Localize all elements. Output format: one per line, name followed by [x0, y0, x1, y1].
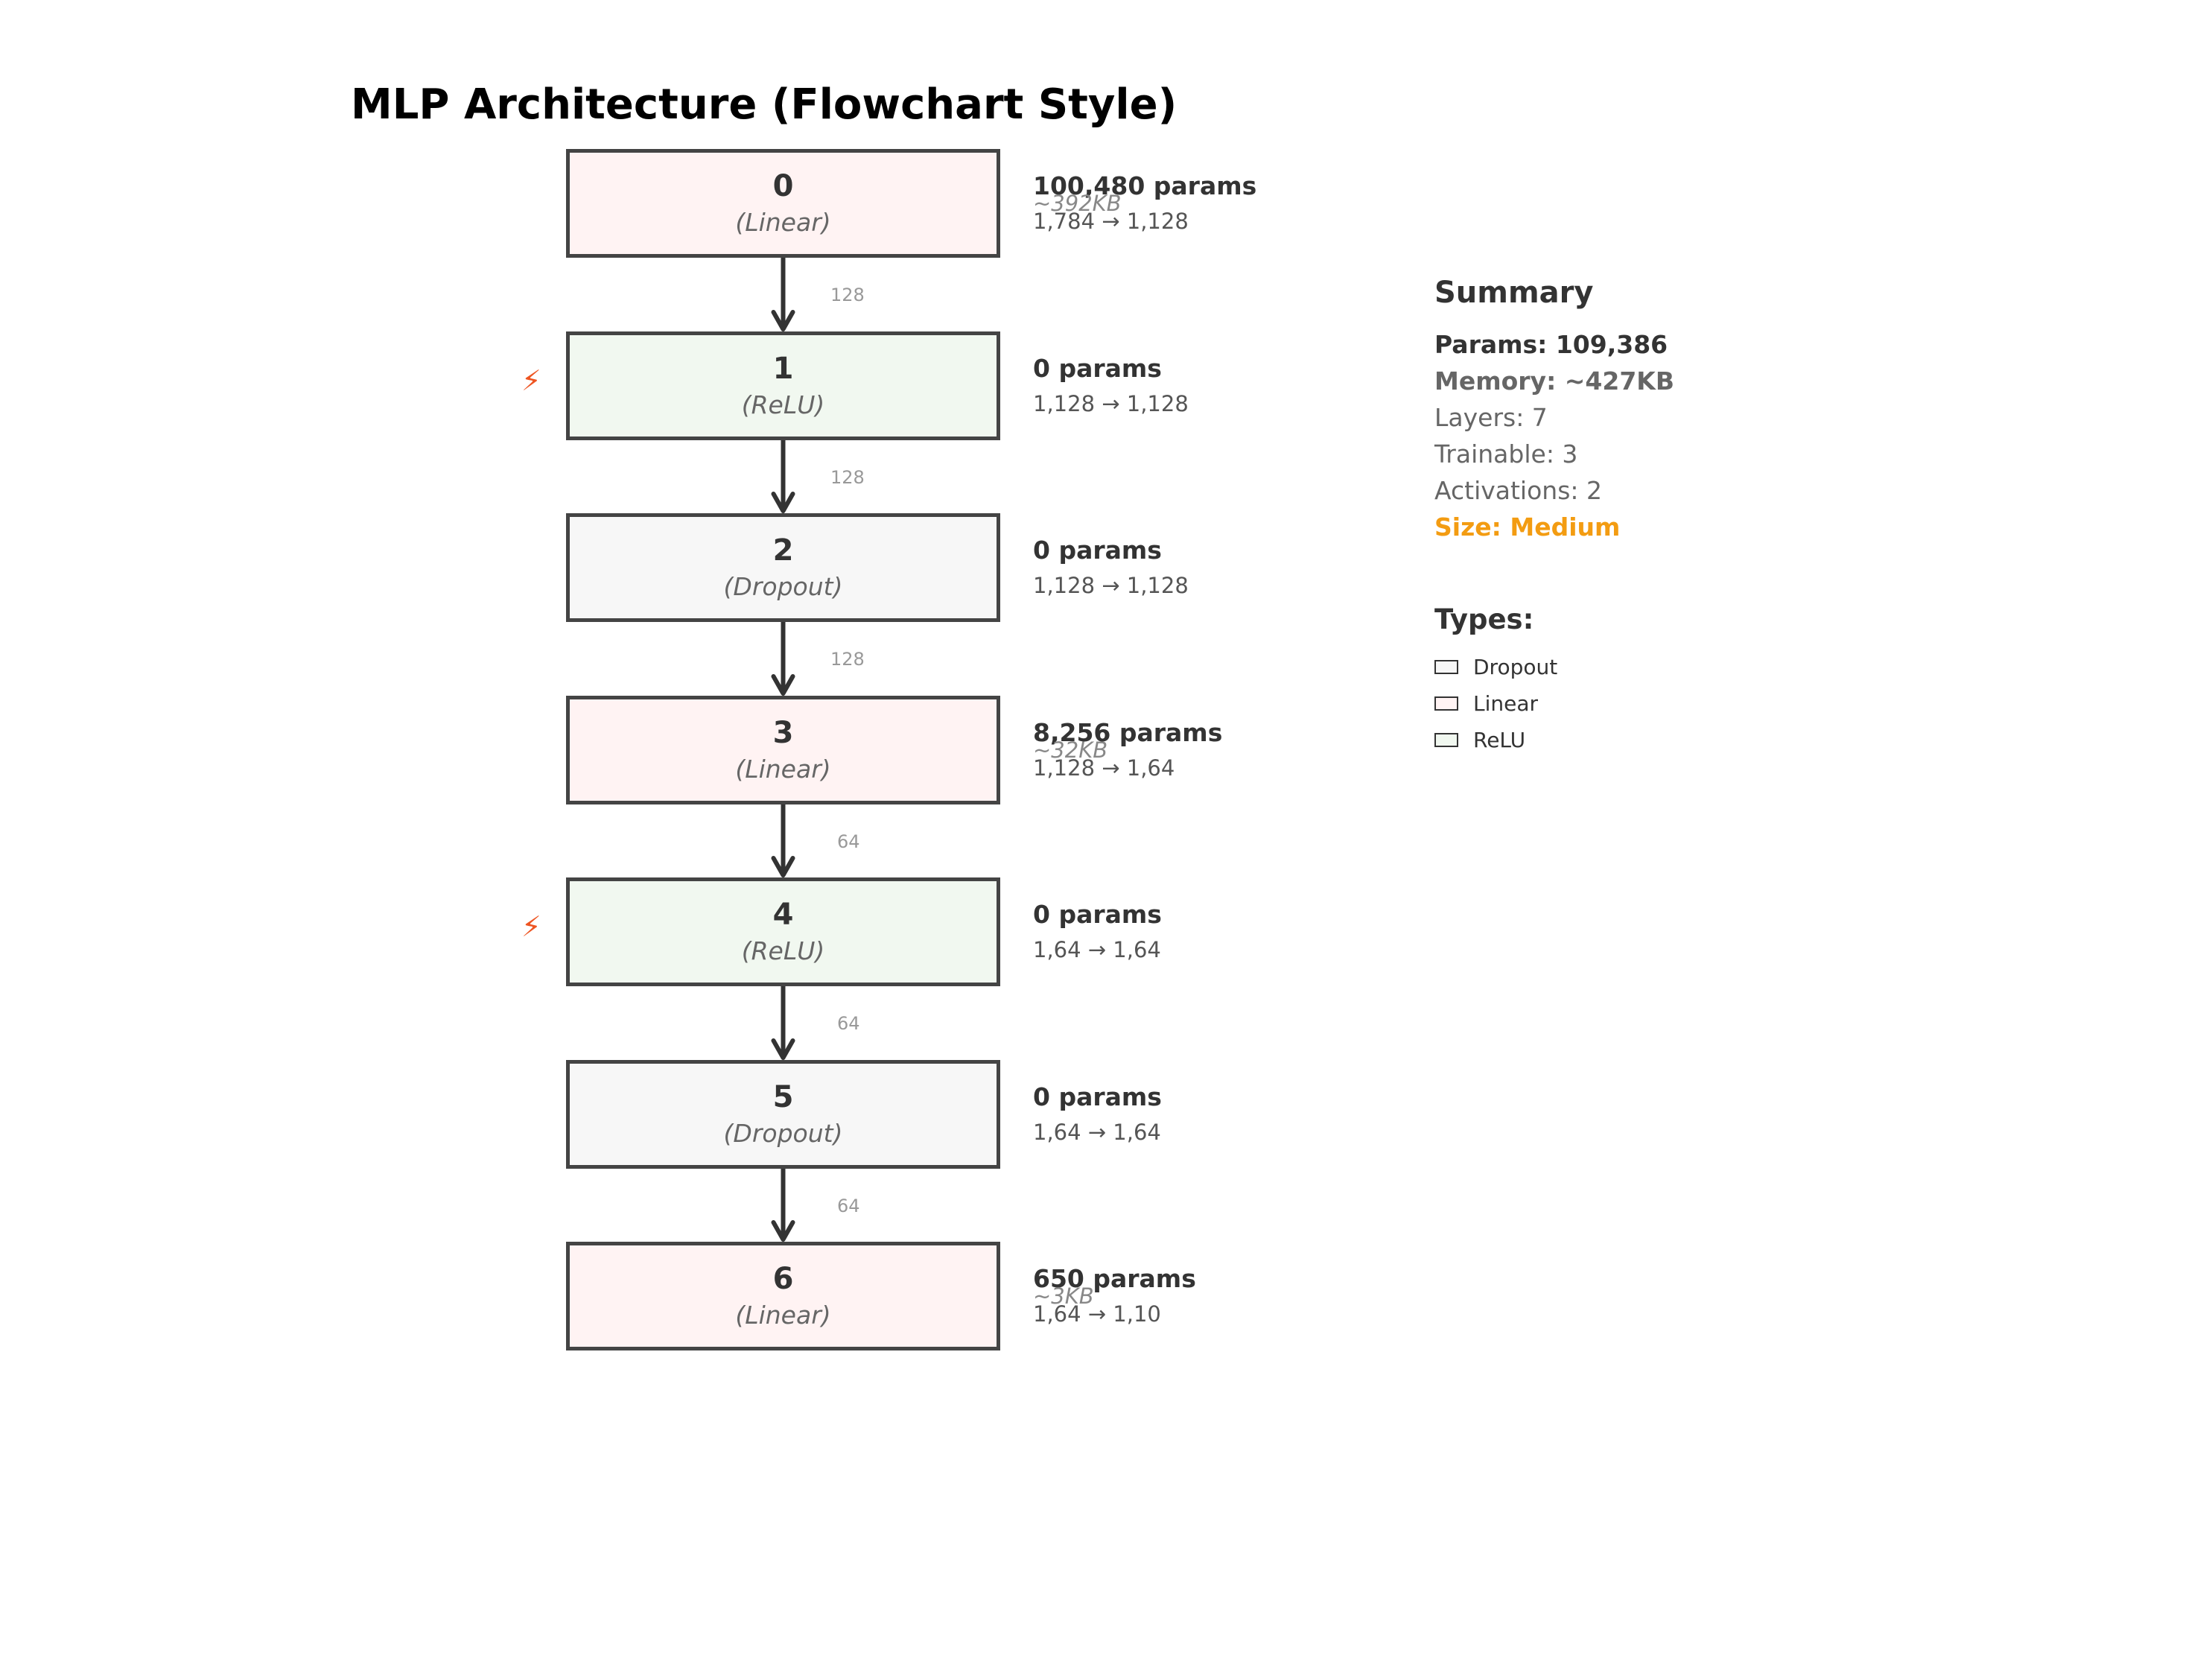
legend-item-dropout: Dropout	[1434, 649, 1557, 685]
layer-index: 2	[772, 533, 794, 568]
summary-layers: Layers: 7	[1434, 403, 1548, 432]
flow-arrow	[771, 622, 795, 696]
legend-swatch-relu	[1434, 733, 1458, 747]
summary-trainable: Trainable: 3	[1434, 439, 1578, 469]
summary-panel: Summary Params: 109,386 Memory: ~427KB L…	[1434, 276, 1674, 545]
layer-shape: 1,64 → 1,64	[1033, 1120, 1161, 1145]
lightning-icon: ⚡	[521, 910, 541, 943]
flow-arrow	[771, 258, 795, 331]
lightning-icon: ⚡	[521, 364, 541, 397]
flow-arrow	[771, 986, 795, 1060]
types-title: Types:	[1434, 603, 1534, 635]
layer-params: 0 params	[1033, 354, 1162, 383]
layer-type: (ReLU)	[741, 390, 825, 419]
arrow-head	[771, 674, 795, 696]
layer-box-dropout: 5 (Dropout)	[566, 1060, 1000, 1169]
edge-size-label: 64	[837, 1013, 860, 1034]
layer-params: 0 params	[1033, 536, 1162, 565]
layer-box-relu: 4 (ReLU)	[566, 877, 1000, 986]
summary-size: Size: Medium	[1434, 512, 1621, 542]
summary-memory: Memory: ~427KB	[1434, 366, 1675, 396]
legend-item-linear: Linear	[1434, 685, 1557, 722]
edge-size-label: 64	[837, 831, 860, 852]
layer-type: (Dropout)	[723, 1119, 843, 1148]
layer-shape: 1,128 → 1,64	[1033, 755, 1175, 781]
layer-shape: 1,128 → 1,128	[1033, 573, 1189, 598]
layer-type: (Linear)	[735, 755, 831, 784]
arrow-head	[771, 1038, 795, 1060]
flow-arrow	[771, 1169, 795, 1242]
layer-params: 0 params	[1033, 1082, 1162, 1111]
page-title: MLP Architecture (Flowchart Style)	[351, 80, 1177, 129]
summary-params: Params: 109,386	[1434, 330, 1668, 359]
edge-size-label: 128	[830, 285, 865, 305]
layer-index: 4	[772, 898, 794, 932]
layer-index: 0	[772, 169, 794, 203]
layer-box-linear: 6 (Linear)	[566, 1242, 1000, 1350]
layer-box-linear: 3 (Linear)	[566, 696, 1000, 804]
layer-shape: 1,784 → 1,128	[1033, 209, 1189, 234]
layer-params: 650 params	[1033, 1264, 1196, 1293]
layer-type: (Linear)	[735, 1301, 831, 1330]
arrow-head	[771, 856, 795, 877]
arrow-head	[771, 310, 795, 331]
layer-index: 3	[772, 716, 794, 750]
layer-shape: 1,64 → 1,10	[1033, 1301, 1161, 1327]
edge-size-label: 128	[830, 467, 865, 488]
arrow-head	[771, 1220, 795, 1242]
layer-params: 0 params	[1033, 900, 1162, 929]
types-legend: Types: Dropout Linear ReLU	[1434, 603, 1557, 758]
layer-shape: 1,64 → 1,64	[1033, 937, 1161, 962]
flow-arrow	[771, 440, 795, 513]
legend-label-dropout: Dropout	[1473, 655, 1558, 679]
legend-swatch-linear	[1434, 696, 1458, 711]
legend-swatch-dropout	[1434, 660, 1458, 674]
legend-label-linear: Linear	[1473, 691, 1539, 716]
layer-shape: 1,128 → 1,128	[1033, 391, 1189, 416]
layer-index: 6	[772, 1262, 794, 1296]
layer-memory: ~32KB	[1033, 737, 1108, 763]
layer-type: (ReLU)	[741, 936, 825, 965]
summary-activations: Activations: 2	[1434, 476, 1603, 505]
layer-memory: ~392KB	[1033, 191, 1122, 216]
layer-box-relu: 1 (ReLU)	[566, 331, 1000, 440]
arrow-head	[771, 492, 795, 513]
layer-type: (Linear)	[735, 208, 831, 237]
layer-type: (Dropout)	[723, 572, 843, 601]
legend-item-relu: ReLU	[1434, 722, 1557, 758]
layer-params: 8,256 params	[1033, 718, 1223, 747]
flow-arrow	[771, 804, 795, 877]
summary-title: Summary	[1434, 276, 1594, 310]
layer-memory: ~3KB	[1033, 1283, 1094, 1309]
layer-index: 1	[772, 352, 794, 386]
edge-size-label: 128	[830, 649, 865, 670]
layer-box-linear: 0 (Linear)	[566, 149, 1000, 258]
layer-box-dropout: 2 (Dropout)	[566, 513, 1000, 622]
edge-size-label: 64	[837, 1196, 860, 1216]
layer-params: 100,480 params	[1033, 171, 1257, 200]
layer-index: 5	[772, 1080, 794, 1114]
legend-label-relu: ReLU	[1473, 728, 1526, 752]
